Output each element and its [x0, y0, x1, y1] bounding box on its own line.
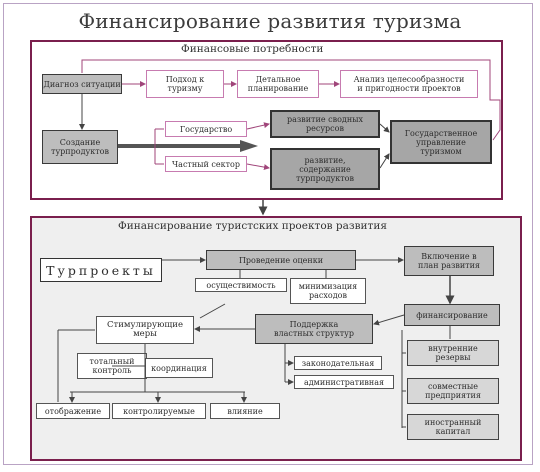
box-incentives: Стимулирующие меры [96, 316, 194, 344]
box-controlled: контролируемые [112, 403, 206, 419]
box-influence: влияние [210, 403, 280, 419]
box-administrative: административная [294, 375, 394, 389]
box-joint-ventures: совместные предприятия [407, 378, 499, 404]
box-create-tourproducts: Создание турпродуктов [42, 130, 118, 164]
box-plan-inclusion: Включение в план развития [404, 246, 494, 276]
box-private-sector: Частный сектор [165, 156, 247, 172]
box-tourprojects: Турпроекты [40, 258, 162, 282]
panel-project-financing-title: Финансирование туристских проектов разви… [118, 220, 387, 232]
box-financing: финансирование [404, 304, 500, 326]
box-foreign-capital: иностранный капитал [407, 414, 499, 440]
box-project-analysis: Анализ целесообразности и пригодности пр… [340, 70, 478, 98]
box-tourism-approach: Подход к туризму [146, 70, 224, 98]
diagram-title: Финансирование развития туризма [78, 9, 462, 33]
box-authority-support: Поддержка властных структур [255, 314, 373, 344]
box-assessment: Проведение оценки [206, 250, 356, 270]
box-resource-development: развитие сводных ресурсов [270, 110, 380, 138]
box-internal-reserves: внутренние резервы [407, 340, 499, 366]
box-feasibility: осуществимость [195, 278, 287, 292]
panel-financial-needs-title: Финансовые потребности [181, 43, 324, 55]
box-cost-minimization: минимизация расходов [290, 278, 366, 304]
box-legislative: законодательная [294, 356, 382, 370]
box-tourproduct-maintenance: развитие, содержание турпродуктов [270, 148, 380, 190]
box-detailed-planning: Детальное планирование [237, 70, 319, 98]
box-situation-diagnosis: Диагноз ситуации [42, 74, 122, 94]
box-state-tourism-management: Государственное управление туризмом [390, 120, 492, 164]
box-state: Государство [165, 121, 247, 137]
box-display: отображение [36, 403, 110, 419]
